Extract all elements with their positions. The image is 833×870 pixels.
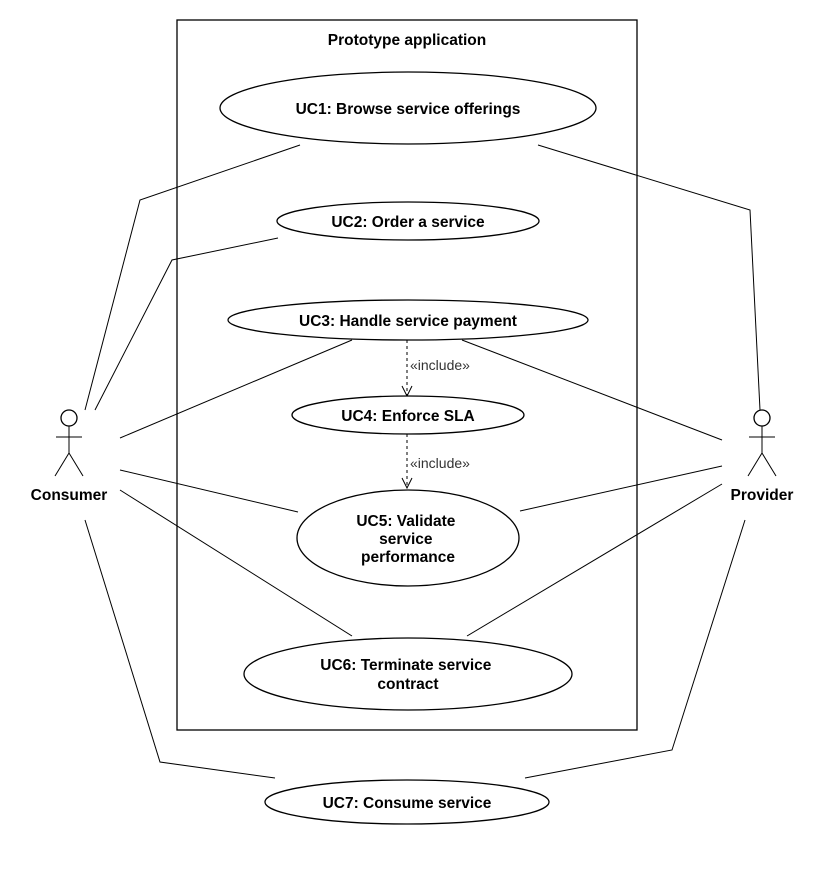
use-case-uc6[interactable]: UC6: Terminate service contract [243,637,573,711]
use-case-uc7-label: UC7: Consume service [323,795,492,812]
use-case-uc6-label: UC6: Terminate service contract [320,657,495,693]
use-case-uc1[interactable]: UC1: Browse service offerings [219,71,597,145]
provider-stick-figure-icon [747,409,777,477]
provider-label: Provider [731,487,794,504]
use-case-uc2-label: UC2: Order a service [331,214,485,231]
consumer-label: Consumer [31,487,108,504]
assoc-consumer-uc2 [94,237,279,411]
assoc-provider-uc7 [524,519,746,779]
assoc-provider-uc3 [461,339,723,441]
use-case-uc1-label: UC1: Browse service offerings [296,101,521,118]
assoc-consumer-uc7 [84,519,276,779]
include-uc4-uc5-arrowhead [401,477,413,490]
include-uc3-uc4-label: «include» [410,357,470,373]
use-case-uc3-label: UC3: Handle service payment [299,313,517,330]
use-case-uc6-label-line-1: UC6: Terminate service [320,657,492,674]
use-case-uc5[interactable]: UC5: Validate service performance [296,489,520,587]
assoc-provider-uc5 [519,465,723,512]
use-case-uc5-label-line-3: performance [361,549,455,566]
actor-consumer[interactable]: Consumer [31,409,108,504]
assoc-consumer-uc3 [119,339,353,439]
use-case-uc3[interactable]: UC3: Handle service payment [227,299,589,341]
use-case-uc6-label-line-2: contract [377,676,438,693]
assoc-consumer-uc1 [84,144,301,411]
consumer-stick-figure-icon [54,409,84,477]
use-case-uc5-label-line-2: service [379,531,433,548]
use-case-uc5-label: UC5: Validate service performance [356,513,459,566]
use-case-uc5-label-line-1: UC5: Validate [356,513,455,530]
actor-provider[interactable]: Provider [731,409,794,504]
assoc-consumer-uc5 [119,469,299,513]
system-title: Prototype application [328,32,486,49]
use-case-uc7[interactable]: UC7: Consume service [264,779,550,825]
use-case-uc4[interactable]: UC4: Enforce SLA [291,395,525,435]
include-uc4-uc5-label: «include» [410,455,470,471]
use-case-uc4-label: UC4: Enforce SLA [341,408,475,425]
use-case-uc2[interactable]: UC2: Order a service [276,201,540,241]
assoc-provider-uc6 [466,483,723,637]
assoc-consumer-uc6 [119,489,353,637]
assoc-provider-uc1 [537,144,761,411]
